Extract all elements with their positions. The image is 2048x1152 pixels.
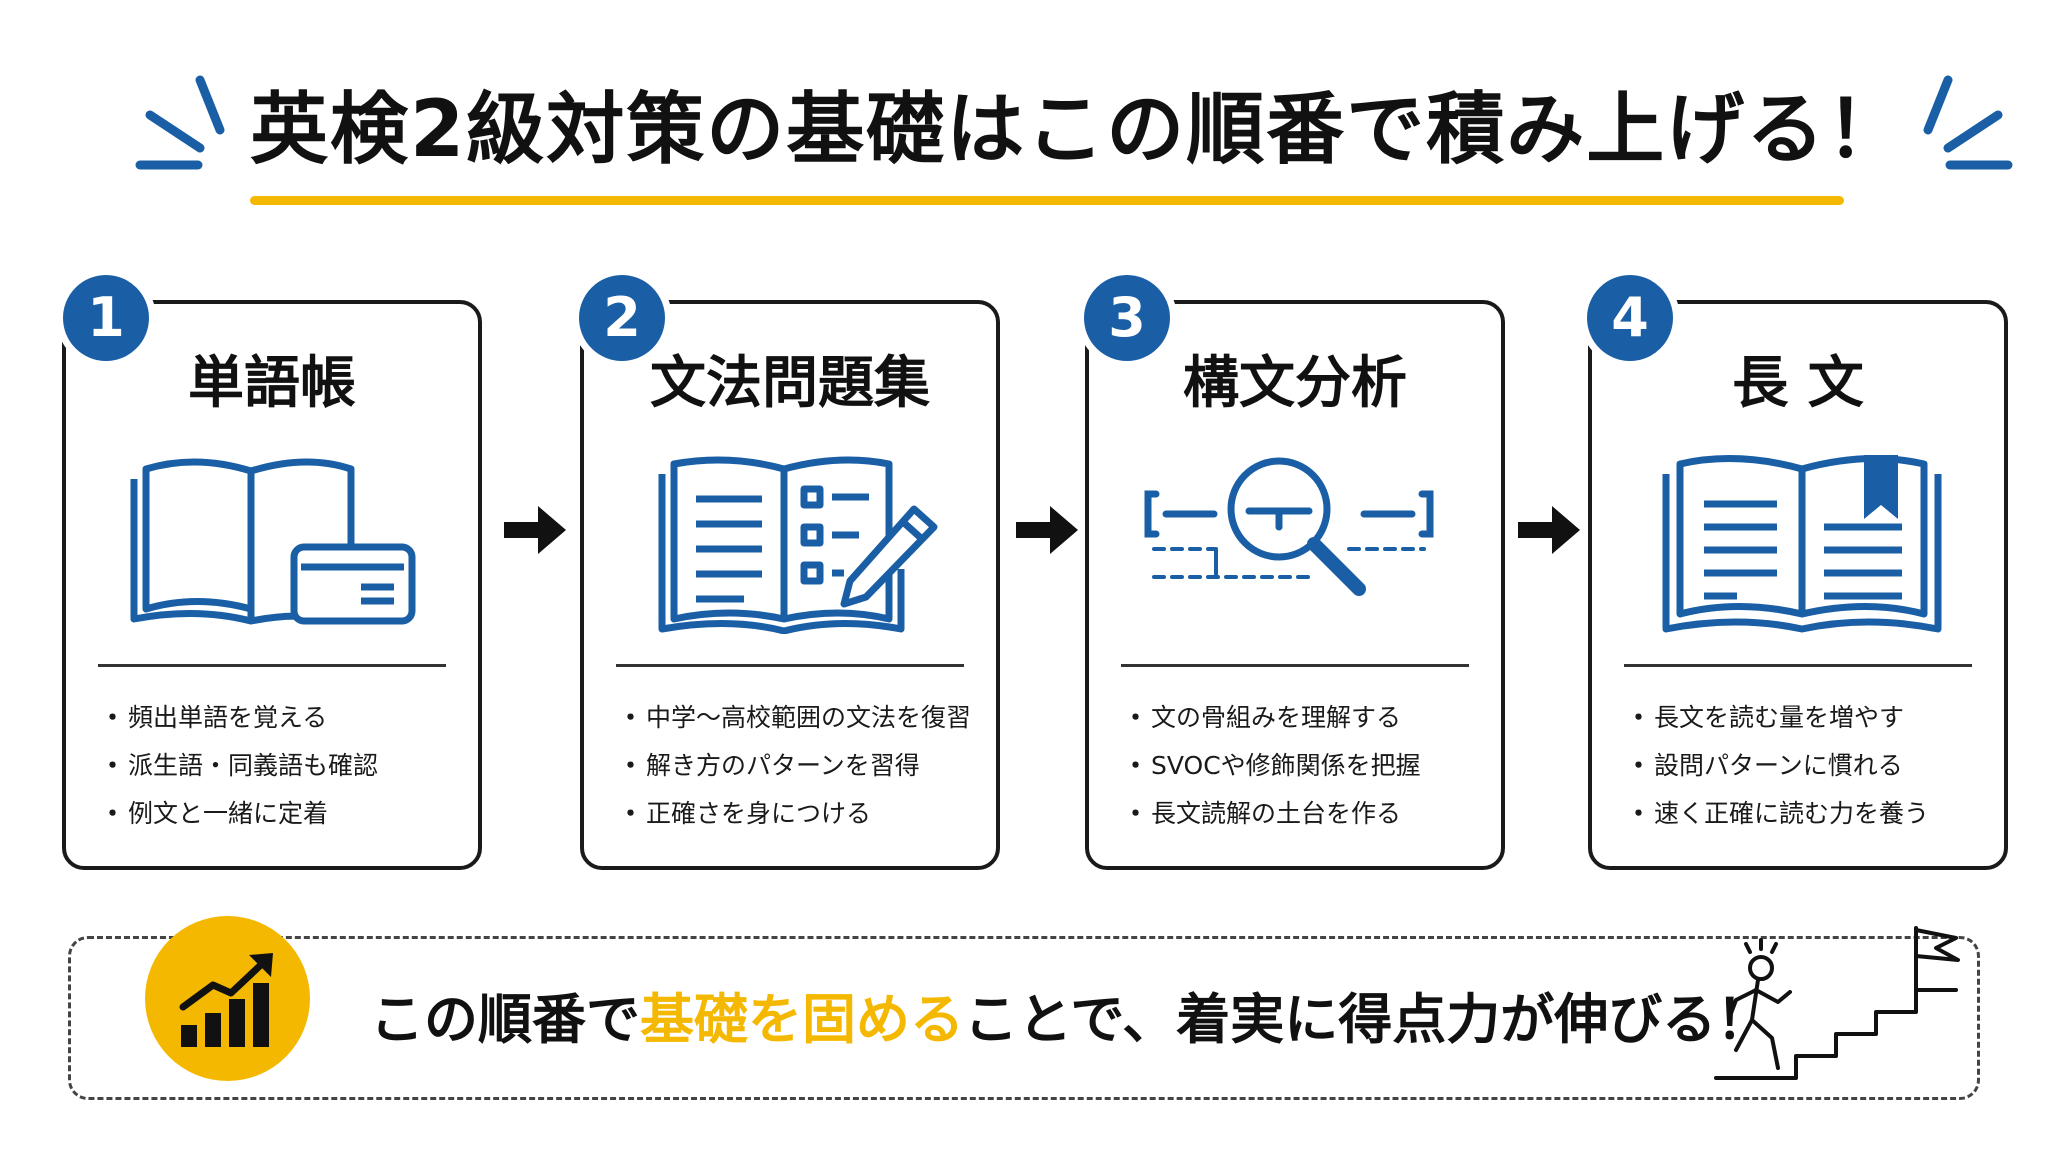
list-item: ・例文と一緒に定着 — [100, 790, 378, 838]
list-item-text: SVOCや修飾関係を把握 — [1151, 751, 1421, 780]
burst-left-icon — [135, 75, 225, 170]
list-item: ・頻出単語を覚える — [100, 694, 378, 742]
list-bullet: ・ — [618, 751, 644, 780]
list-item: ・長文読解の土台を作る — [1123, 790, 1421, 838]
card-divider — [98, 664, 446, 667]
open-book-bookmark-icon — [1662, 455, 1942, 633]
step-card-4: 長 文 ・長文を読む量を増やす ・設問パターンに慣れる ・速く正確に読む力を養う — [1588, 300, 2008, 870]
step-title: 長 文 — [1732, 351, 1864, 416]
list-item: ・中学〜高校範囲の文法を復習 — [618, 694, 971, 742]
list-item-text: 例文と一緒に定着 — [128, 799, 329, 828]
growth-chart-icon — [179, 953, 273, 1047]
list-item: ・長文を読む量を増やす — [1626, 694, 1929, 742]
list-bullet: ・ — [1626, 799, 1652, 828]
card-divider — [1121, 664, 1469, 667]
list-item-text: 長文読解の土台を作る — [1151, 799, 1402, 828]
list-bullet: ・ — [1123, 799, 1149, 828]
step-badge-4: 4 — [1580, 268, 1680, 368]
list-item-text: 解き方のパターンを習得 — [646, 751, 920, 780]
list-bullet: ・ — [100, 751, 126, 780]
step-badge-1: 1 — [56, 268, 156, 368]
summary-text-highlight: 基礎を固める — [640, 988, 964, 1051]
list-item: ・SVOCや修飾関係を把握 — [1123, 742, 1421, 790]
step-list: ・頻出単語を覚える ・派生語・同義語も確認 ・例文と一緒に定着 — [100, 694, 378, 838]
step-card-3: 構文分析 ・文の骨組みを理解する ・SVOCや修飾関係を把握 ・長文読解の土台を… — [1085, 300, 1505, 870]
step-list: ・長文を読む量を増やす ・設問パターンに慣れる ・速く正確に読む力を養う — [1626, 694, 1929, 838]
list-bullet: ・ — [1123, 751, 1149, 780]
list-item-text: 長文を読む量を増やす — [1654, 703, 1905, 732]
list-bullet: ・ — [1626, 751, 1652, 780]
list-item-text: 正確さを身につける — [646, 799, 872, 828]
list-item: ・設問パターンに慣れる — [1626, 742, 1929, 790]
card-divider — [616, 664, 964, 667]
arrow-right-icon — [1016, 506, 1078, 554]
list-item-text: 速く正確に読む力を養う — [1654, 799, 1930, 828]
list-bullet: ・ — [100, 703, 126, 732]
arrow-right-icon — [1518, 506, 1580, 554]
list-bullet: ・ — [618, 703, 644, 732]
chart-badge — [145, 916, 310, 1081]
step-title: 単語帳 — [188, 351, 356, 416]
list-item: ・解き方のパターンを習得 — [618, 742, 971, 790]
book-and-cards-icon — [130, 458, 416, 625]
summary-text: この順番で基礎を固めることで、着実に得点力が伸びる！ — [370, 980, 1770, 1060]
workbook-pencil-icon — [658, 456, 938, 634]
step-list: ・中学〜高校範囲の文法を復習 ・解き方のパターンを習得 ・正確さを身につける — [618, 694, 971, 838]
magnifier-structure-icon — [1144, 457, 1434, 596]
step-badge-3: 3 — [1077, 268, 1177, 368]
list-item-text: 頻出単語を覚える — [128, 703, 328, 732]
step-badge-2: 2 — [572, 268, 672, 368]
step-title: 構文分析 — [1183, 351, 1407, 416]
list-item: ・速く正確に読む力を養う — [1626, 790, 1929, 838]
list-bullet: ・ — [1123, 703, 1149, 732]
summary-box — [68, 936, 1980, 1100]
summary-text-before: この順番で — [370, 988, 640, 1051]
list-item: ・文の骨組みを理解する — [1123, 694, 1421, 742]
step-title: 文法問題集 — [650, 351, 930, 416]
step-list: ・文の骨組みを理解する ・SVOCや修飾関係を把握 ・長文読解の土台を作る — [1123, 694, 1421, 838]
list-bullet: ・ — [618, 799, 644, 828]
summary-text-after: ことで、着実に得点力が伸びる！ — [964, 988, 1771, 1051]
climbing-stairs-flag-icon — [1714, 926, 1960, 1080]
list-item: ・正確さを身につける — [618, 790, 971, 838]
burst-right-icon — [1923, 75, 2013, 170]
list-item: ・派生語・同義語も確認 — [100, 742, 378, 790]
card-divider — [1624, 664, 1972, 667]
step-card-2: 文法問題集 ・中学〜高校範囲の文法を復習 ・解き方のパターンを習得 ・正確さを身… — [580, 300, 1000, 870]
page-title: 英検2級対策の基礎はこの順番で積み上げる！ — [250, 85, 1907, 175]
list-bullet: ・ — [1626, 703, 1652, 732]
step-card-1: 単語帳 ・頻出単語を覚える ・派生語・同義語も確認 ・例文と一緒に定着 — [62, 300, 482, 870]
list-item-text: 派生語・同義語も確認 — [128, 751, 379, 780]
list-item-text: 中学〜高校範囲の文法を復習 — [646, 703, 972, 732]
list-item-text: 設問パターンに慣れる — [1654, 751, 1903, 780]
title-underline — [250, 196, 1844, 205]
list-bullet: ・ — [100, 799, 126, 828]
list-item-text: 文の骨組みを理解する — [1151, 703, 1402, 732]
arrow-right-icon — [504, 506, 566, 554]
